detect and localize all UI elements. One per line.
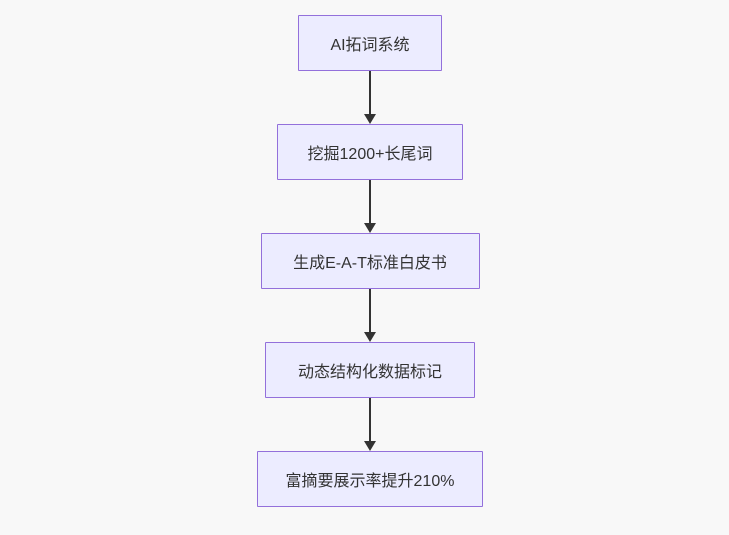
flow-node-rich-snippet-rate-increase: 富摘要展示率提升210% [257,451,483,507]
flow-node-generate-eat-whitepaper: 生成E-A-T标准白皮书 [260,233,480,289]
arrowhead-down-icon [364,223,376,233]
arrow-line [369,398,371,441]
arrowhead-down-icon [364,332,376,342]
arrowhead-down-icon [364,441,376,451]
flow-node-mine-longtail-keywords: 挖掘1200+长尾词 [277,124,463,180]
arrow-line [369,289,371,332]
flow-node-dynamic-structured-data-markup: 动态结构化数据标记 [265,342,475,398]
flow-edge [364,398,376,451]
flow-node-ai-word-expansion-system: AI拓词系统 [298,15,442,71]
flowchart: AI拓词系统 挖掘1200+长尾词 生成E-A-T标准白皮书 动态结构化数据标记… [257,15,483,507]
flow-edge [364,71,376,124]
flow-edge [364,180,376,233]
arrow-line [369,71,371,114]
arrow-line [369,180,371,223]
arrowhead-down-icon [364,114,376,124]
flow-edge [364,289,376,342]
